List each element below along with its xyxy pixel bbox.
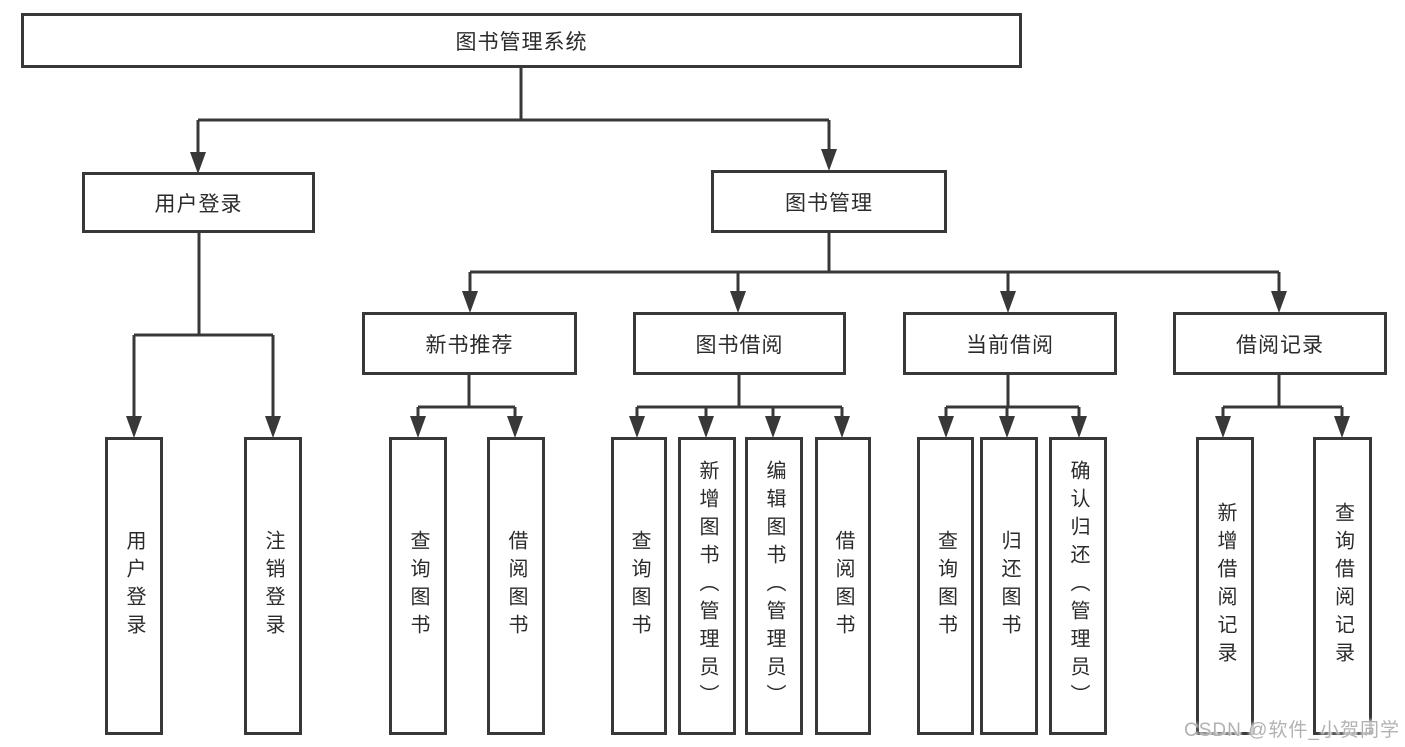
node-new-book-recommendation-label: 新书推荐 xyxy=(425,333,514,357)
node-bb-add-books-admin-label: 新增图书（管理员） xyxy=(696,460,718,712)
node-bb-borrow-books-label: 借阅图书 xyxy=(832,530,854,642)
node-bb-borrow-books: 借阅图书 xyxy=(815,437,871,735)
node-cb-query-books-label: 查询图书 xyxy=(934,530,957,642)
node-cb-confirm-return-admin: 确认归还（管理员） xyxy=(1049,437,1107,735)
node-bb-edit-books-admin: 编辑图书（管理员） xyxy=(745,437,803,735)
node-user-login-label: 用户登录 xyxy=(154,192,243,216)
node-cb-return-books-label: 归还图书 xyxy=(998,530,1020,642)
node-leaf-user-login-label: 用户登录 xyxy=(123,530,145,642)
node-book-borrowing-label: 图书借阅 xyxy=(695,333,784,357)
node-leaf-logout-label: 注销登录 xyxy=(262,530,284,642)
node-leaf-logout: 注销登录 xyxy=(244,437,302,735)
node-leaf-user-login: 用户登录 xyxy=(105,437,163,735)
node-bb-query-books-label: 查询图书 xyxy=(628,530,650,642)
csdn-watermark: CSDN @软件_小贺同学 xyxy=(1184,720,1400,741)
node-nb-query-books: 查询图书 xyxy=(389,437,447,735)
node-bb-edit-books-admin-label: 编辑图书（管理员） xyxy=(763,460,785,712)
node-root-label: 图书管理系统 xyxy=(455,30,588,54)
node-borrowing-records-label: 借阅记录 xyxy=(1236,333,1324,357)
node-current-borrowing: 当前借阅 xyxy=(903,312,1117,375)
node-root: 图书管理系统 xyxy=(21,13,1022,68)
node-user-login: 用户登录 xyxy=(82,172,315,233)
node-br-add-record: 新增借阅记录 xyxy=(1196,437,1254,735)
node-cb-query-books: 查询图书 xyxy=(917,437,974,735)
node-cb-return-books: 归还图书 xyxy=(980,437,1038,735)
node-cb-confirm-return-admin-label: 确认归还（管理员） xyxy=(1067,460,1089,712)
node-book-management: 图书管理 xyxy=(711,170,947,233)
node-new-book-recommendation: 新书推荐 xyxy=(362,312,577,375)
node-bb-add-books-admin: 新增图书（管理员） xyxy=(678,437,736,735)
node-nb-borrow-books-label: 借阅图书 xyxy=(505,530,527,642)
node-book-borrowing: 图书借阅 xyxy=(633,312,846,375)
node-book-management-label: 图书管理 xyxy=(785,191,873,215)
node-br-add-record-label: 新增借阅记录 xyxy=(1214,502,1236,670)
node-borrowing-records: 借阅记录 xyxy=(1173,312,1387,375)
node-nb-borrow-books: 借阅图书 xyxy=(487,437,545,735)
node-current-borrowing-label: 当前借阅 xyxy=(966,333,1054,357)
node-br-query-record-label: 查询借阅记录 xyxy=(1331,502,1354,670)
node-br-query-record: 查询借阅记录 xyxy=(1313,437,1372,735)
node-nb-query-books-label: 查询图书 xyxy=(407,530,429,642)
node-bb-query-books: 查询图书 xyxy=(611,437,667,735)
